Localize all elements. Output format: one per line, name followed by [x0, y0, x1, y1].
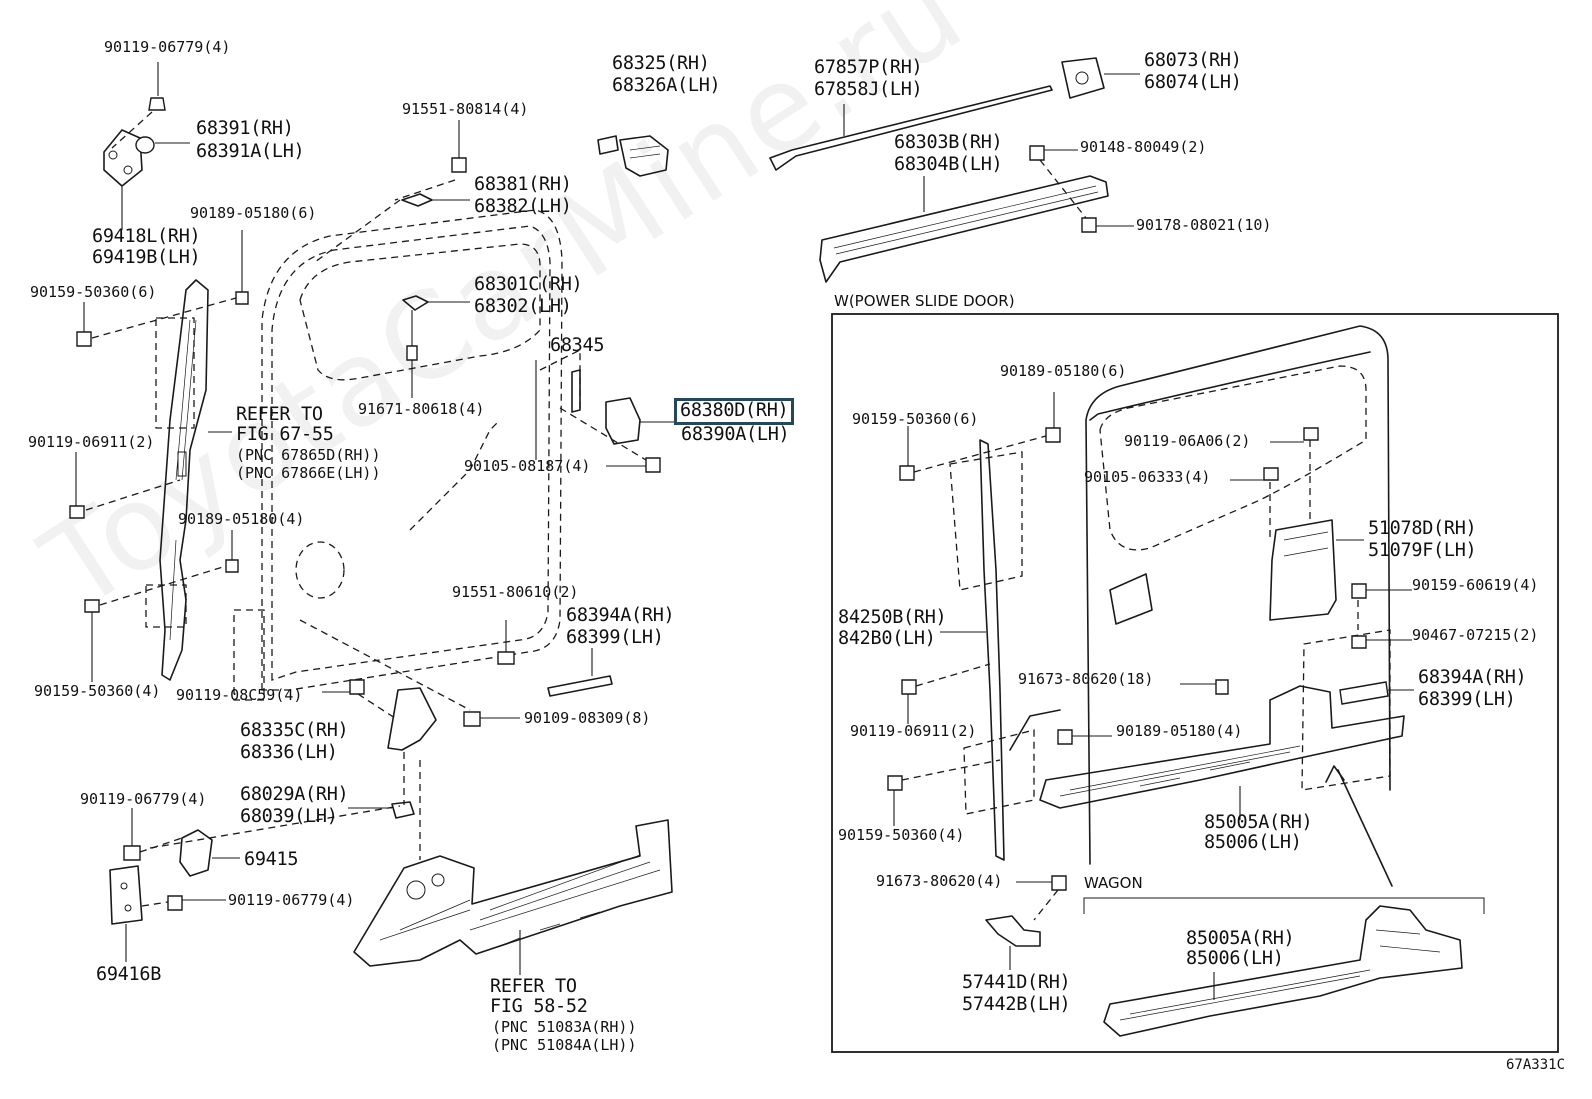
- label-68304b: 68304B(LH): [894, 154, 1003, 175]
- label-90119-08c59: 90119-08C59(4): [176, 686, 303, 704]
- refer-67-55-line1: REFER TO: [236, 404, 323, 425]
- label-68391: 68391(RH): [196, 118, 294, 139]
- power-door-panel: [1085, 325, 1391, 865]
- label-85006-a: 85006(LH): [1204, 832, 1302, 853]
- label-69419b: 69419B(LH): [92, 247, 201, 268]
- label-51079f: 51079F(LH): [1368, 540, 1477, 561]
- label-90189-05180-b: 90189-05180(4): [178, 510, 305, 528]
- label-84250b: 84250B(RH): [838, 607, 947, 628]
- label-90109-08309: 90109-08309(8): [524, 709, 651, 727]
- lower-hinge-parts: [109, 679, 437, 962]
- wagon-variant: [1083, 897, 1485, 1037]
- roller-and-lock-parts: [535, 135, 676, 473]
- label-68335c: 68335C(RH): [240, 720, 349, 741]
- label-68394a-b: 68394A(RH): [1418, 667, 1527, 688]
- label-68391a: 68391A(LH): [196, 141, 305, 162]
- label-85006-b: 85006(LH): [1186, 948, 1284, 969]
- label-90119-06779-b: 90119-06779(4): [80, 790, 207, 808]
- label-51078d: 51078D(RH): [1368, 518, 1477, 539]
- label-68399-a: 68399(LH): [566, 627, 664, 648]
- label-90189-05180-a: 90189-05180(6): [190, 204, 317, 222]
- roof-rail-parts: [769, 57, 1140, 283]
- label-90119-06779-top: 90119-06779(4): [104, 38, 231, 56]
- label-68039: 68039(LH): [240, 806, 338, 827]
- section-power-slide-door: W(POWER SLIDE DOOR): [834, 292, 1015, 310]
- label-90159-50360-d: 90159-50360(4): [838, 826, 965, 844]
- label-91673-80620-a: 91673-80620(18): [1018, 670, 1154, 688]
- label-91551-80814: 91551-80814(4): [402, 100, 529, 118]
- label-90119-06911-b: 90119-06911(2): [850, 722, 977, 740]
- label-90159-60619: 90159-60619(4): [1412, 576, 1539, 594]
- label-69418l: 69418L(RH): [92, 226, 201, 247]
- label-68325: 68325(RH): [612, 53, 710, 74]
- door-small-parts: [401, 120, 613, 727]
- label-68074: 68074(LH): [1144, 72, 1242, 93]
- label-90189-05180-c: 90189-05180(6): [1000, 362, 1127, 380]
- label-842b0: 842B0(LH): [838, 628, 936, 649]
- label-90105-06333: 90105-06333(4): [1084, 468, 1211, 486]
- label-90119-06779-c: 90119-06779(4): [228, 891, 355, 909]
- refer-58-52-pnc-lh: (PNC 51084A(LH)): [492, 1036, 637, 1054]
- label-68382: 68382(LH): [474, 196, 572, 217]
- label-68380d-highlighted[interactable]: 68380D(RH): [674, 398, 795, 425]
- label-68303b: 68303B(RH): [894, 132, 1003, 153]
- label-67858j: 67858J(LH): [814, 79, 923, 100]
- label-90467-07215: 90467-07215(2): [1412, 626, 1539, 644]
- label-68073: 68073(RH): [1144, 50, 1242, 71]
- refer-67-55-line2: FIG 67-55: [236, 424, 334, 445]
- label-68399-b: 68399(LH): [1418, 689, 1516, 710]
- label-57442b: 57442B(LH): [962, 994, 1071, 1015]
- label-68345: 68345: [550, 335, 605, 356]
- label-57441d: 57441D(RH): [962, 972, 1071, 993]
- refer-67-55-pnc-rh: (PNC 67865D(RH)): [236, 446, 381, 464]
- refer-58-52-pnc-rh: (PNC 51083A(RH)): [492, 1018, 637, 1036]
- figure-code: 67A331C: [1506, 1057, 1566, 1073]
- label-91671-80618: 91671-80618(4): [358, 400, 485, 418]
- refer-58-52-line1: REFER TO: [490, 976, 577, 997]
- label-90159-50360-a: 90159-50360(6): [30, 283, 157, 301]
- label-69416b: 69416B: [96, 964, 162, 985]
- label-68336: 68336(LH): [240, 742, 338, 763]
- refer-67-55-pnc-lh: (PNC 67866E(LH)): [236, 464, 381, 482]
- section-wagon: WAGON: [1084, 874, 1143, 892]
- label-68381: 68381(RH): [474, 174, 572, 195]
- label-68301c: 68301C(RH): [474, 274, 583, 295]
- label-90189-05180-d: 90189-05180(4): [1116, 722, 1243, 740]
- label-68302: 68302(LH): [474, 296, 572, 317]
- label-68326a: 68326A(LH): [612, 75, 721, 96]
- label-67857p: 67857P(RH): [814, 57, 923, 78]
- label-85005a-b: 85005A(RH): [1186, 928, 1295, 949]
- label-91673-80620-b: 91673-80620(4): [876, 872, 1003, 890]
- refer-58-52-line2: FIG 58-52: [490, 996, 588, 1017]
- power-door-parts: [887, 392, 1414, 970]
- label-68390a: 68390A(LH): [681, 424, 790, 445]
- label-90119-06a06: 90119-06A06(2): [1124, 432, 1251, 450]
- label-68029a: 68029A(RH): [240, 784, 349, 805]
- label-90159-50360-c: 90159-50360(6): [852, 410, 979, 428]
- label-90159-50360-b: 90159-50360(4): [34, 682, 161, 700]
- label-90178-08021: 90178-08021(10): [1136, 216, 1272, 234]
- label-85005a-a: 85005A(RH): [1204, 812, 1313, 833]
- label-91551-80610: 91551-80610(2): [452, 583, 579, 601]
- sliding-door-panel: [233, 179, 581, 711]
- label-69415: 69415: [244, 849, 299, 870]
- label-90105-08187: 90105-08187(4): [464, 457, 591, 475]
- label-90119-06911-a: 90119-06911(2): [28, 433, 155, 451]
- power-slide-door-frame: [831, 313, 1559, 1053]
- upper-hinge-assembly: [103, 62, 190, 230]
- label-90148-80049: 90148-80049(2): [1080, 138, 1207, 156]
- center-pillar-reinforcement: [69, 230, 249, 682]
- label-68394a-a: 68394A(RH): [566, 605, 675, 626]
- rocker-panel-reinforcement: [353, 819, 673, 975]
